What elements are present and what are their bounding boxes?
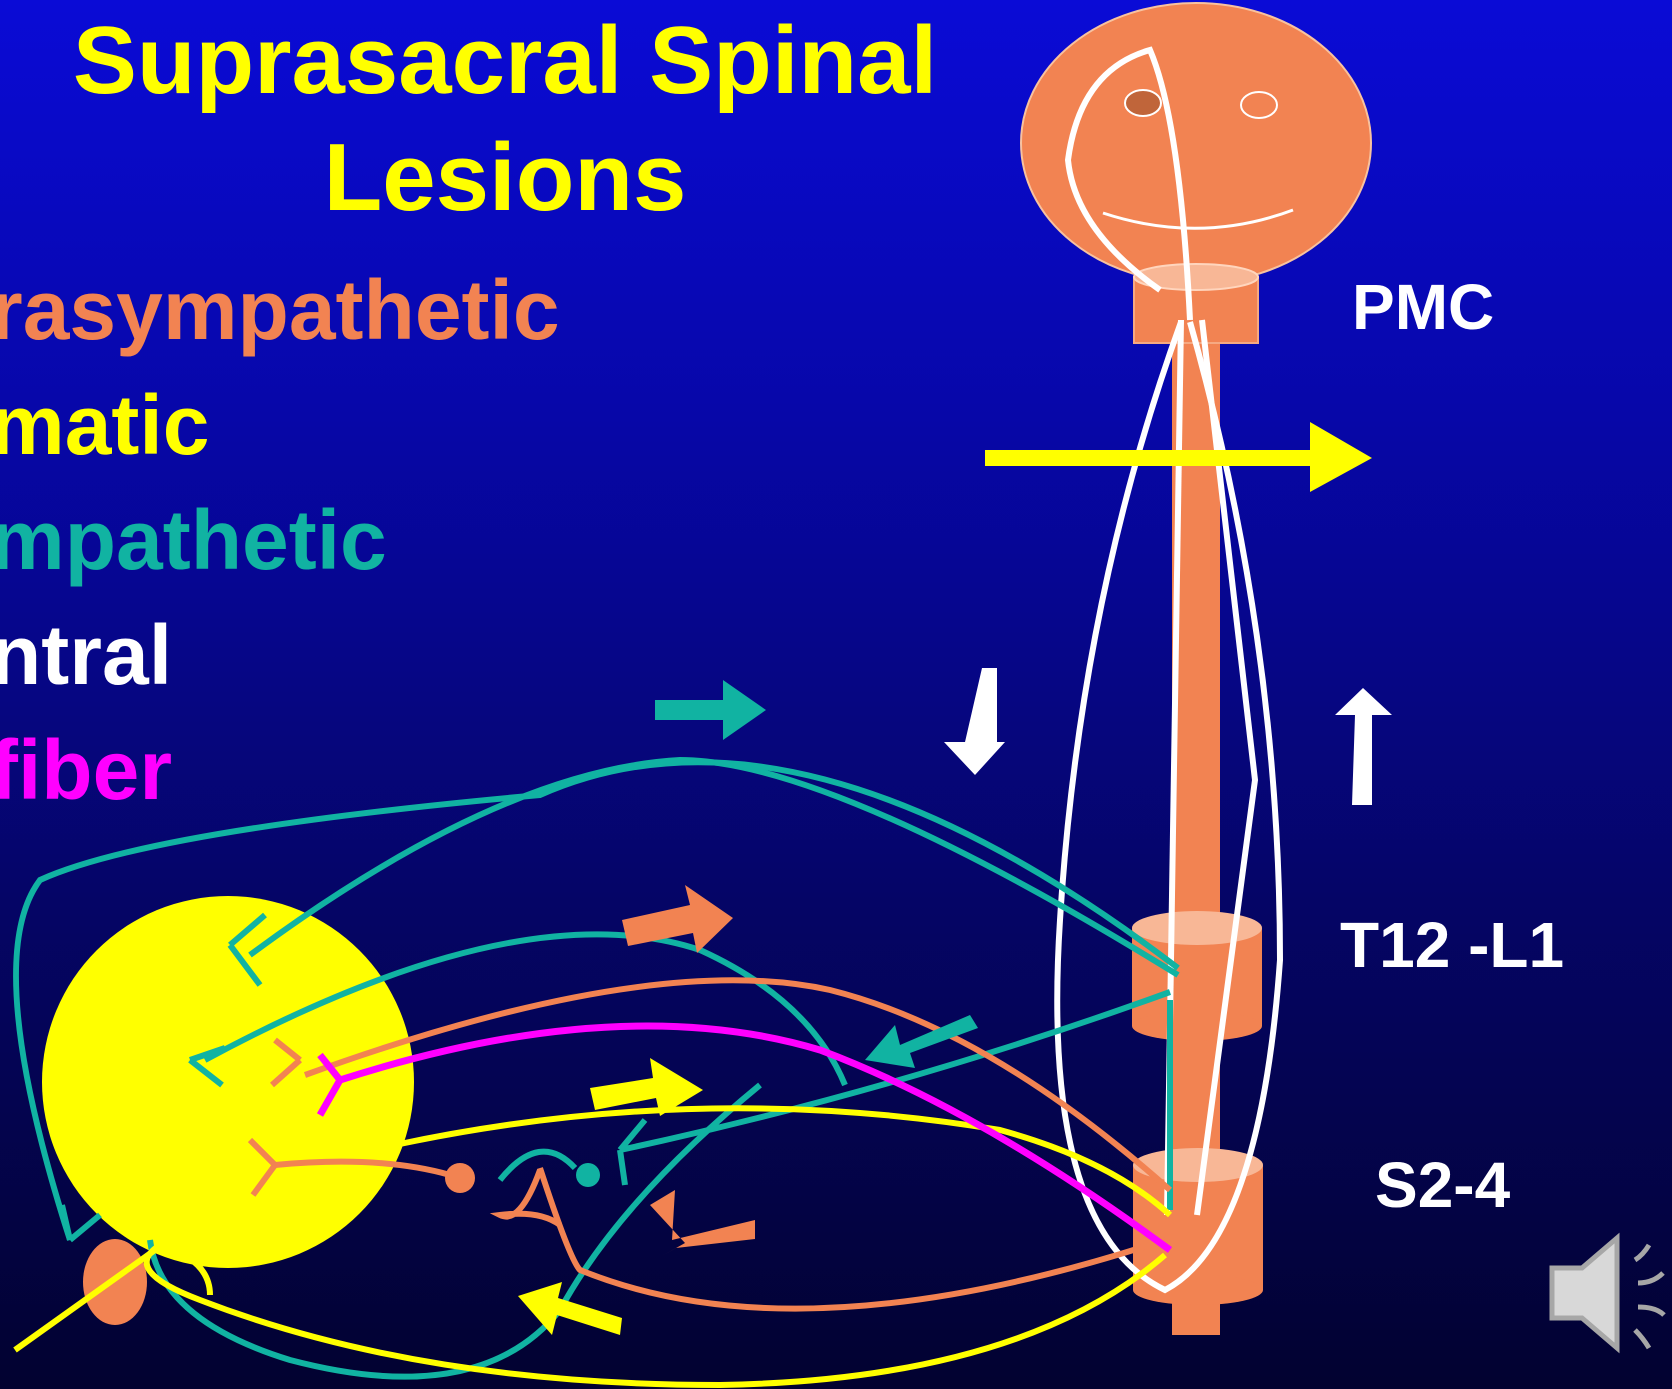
sympathetic-ganglion	[576, 1163, 600, 1187]
afferent-pathway	[320, 1026, 1170, 1250]
sympathetic-direction-arrow	[655, 680, 766, 740]
pmc-segment	[1134, 264, 1258, 343]
parasympathetic-arrow-lower	[650, 1190, 755, 1257]
brain-left-eye	[1125, 90, 1161, 116]
speaker-icon[interactable]	[1552, 1238, 1664, 1348]
bladder	[42, 896, 414, 1268]
t12-l1-segment	[1132, 911, 1262, 1041]
parasympathetic-ganglion	[445, 1163, 475, 1193]
ascending-arrow	[1335, 688, 1392, 805]
descending-arrow	[944, 668, 1005, 775]
